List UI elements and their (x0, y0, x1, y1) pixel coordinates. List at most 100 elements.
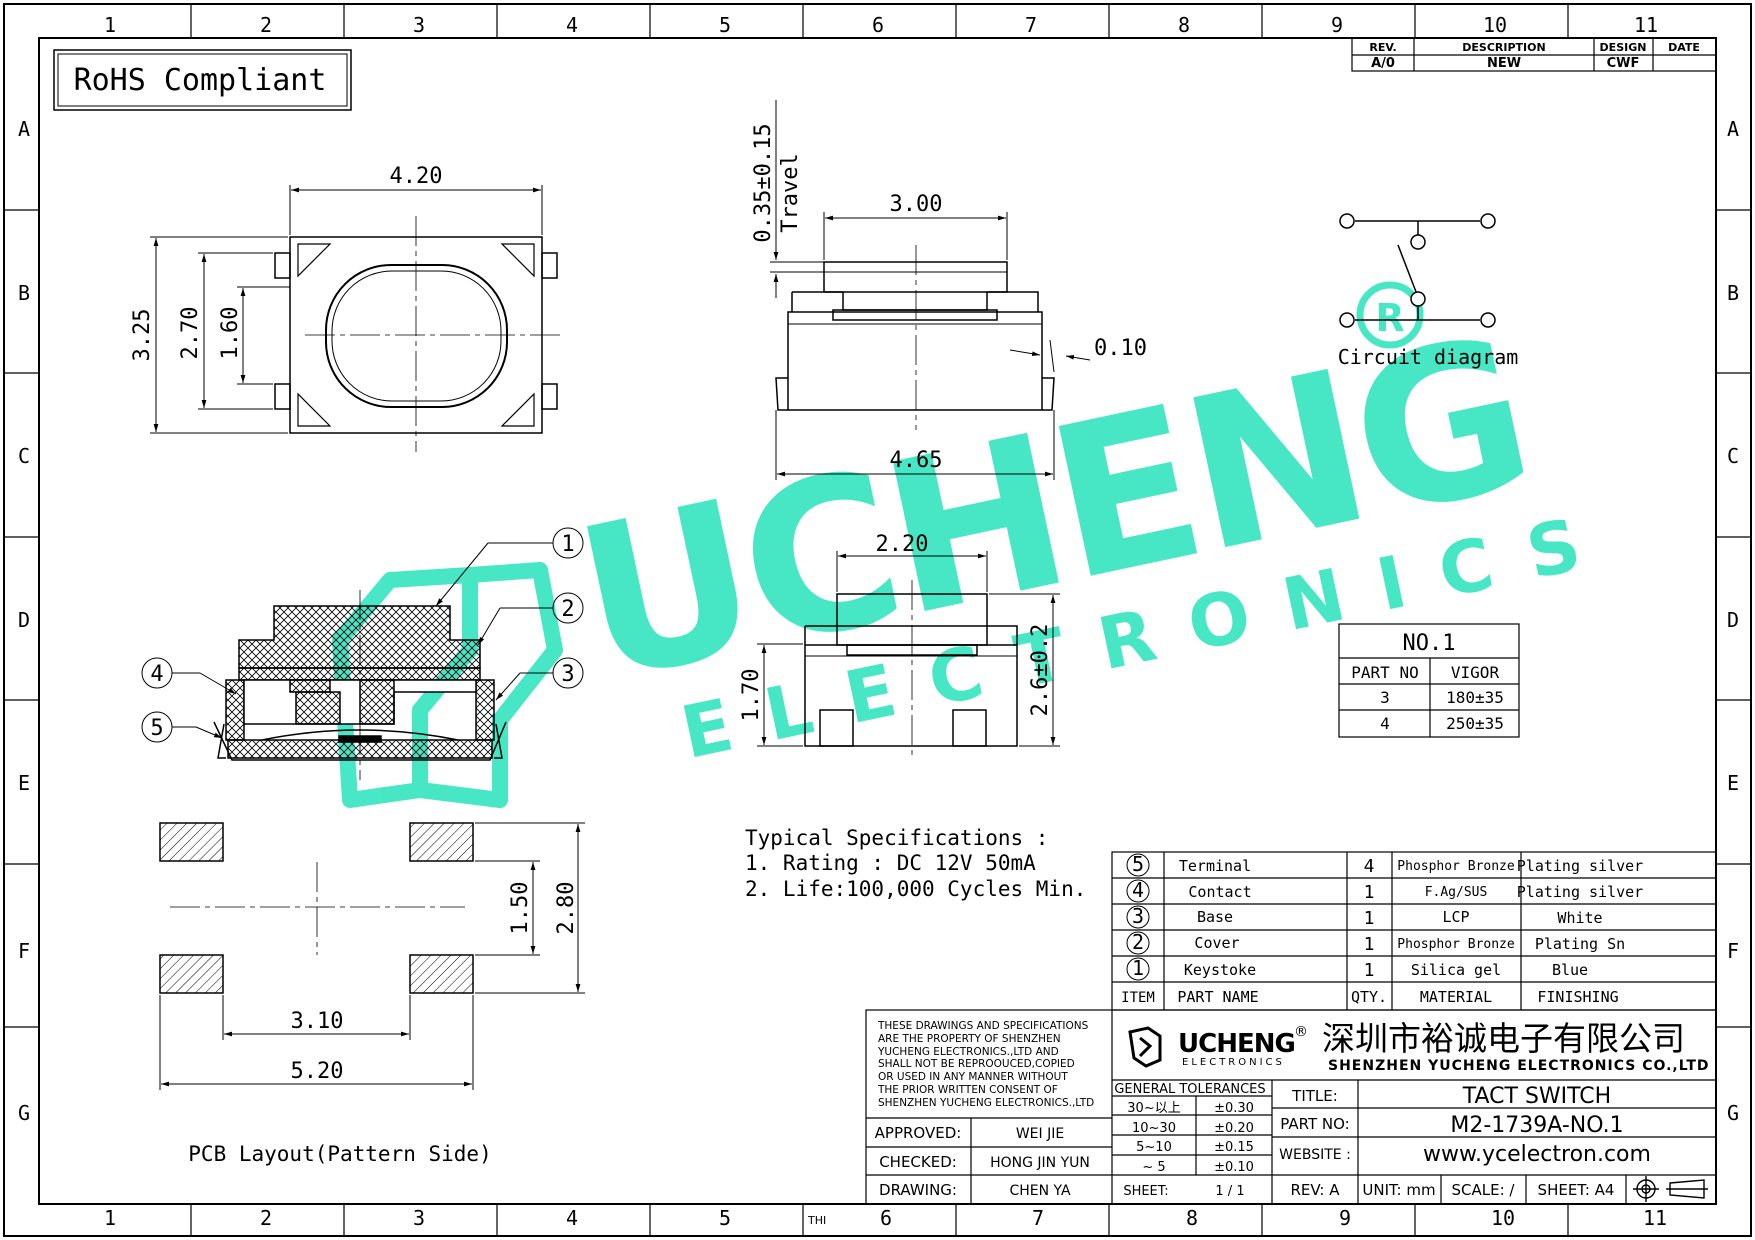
notice-line: OR USED IN ANY MANNER WITHOUT (878, 1071, 1068, 1083)
bom-table (1111, 851, 1717, 1011)
registered-mark-icon (1356, 281, 1424, 349)
col-label-top: 10 (1483, 13, 1507, 37)
notice-line: ARE THE PROPERTY OF SHENZHEN (878, 1033, 1061, 1045)
title-block (865, 1009, 1717, 1205)
approved-label: APPROVED: (875, 1124, 962, 1142)
dim-travel: 0.35±0.15 (751, 123, 776, 242)
col-label-bottom: 6 (880, 1206, 892, 1230)
bom-material: LCP (1442, 908, 1469, 926)
bom-header-item: ITEM (1121, 990, 1155, 1006)
title-value: TACT SWITCH (1462, 1084, 1611, 1109)
partno-label: PART NO: (1280, 1115, 1349, 1133)
specs-line: 2. Life:100,000 Cycles Min. (745, 877, 1086, 901)
row-label-left: E (18, 771, 30, 795)
force-table-cell: 250±35 (1446, 714, 1504, 733)
tolerance-range: 10~30 (1132, 1121, 1176, 1136)
bom-header-name: PART NAME (1177, 988, 1258, 1006)
front-view-dims (757, 551, 1060, 747)
force-table-header-partno: PART NO (1351, 663, 1418, 682)
callout-3: 3 (561, 662, 574, 687)
bom-item-2: 2 (1132, 930, 1144, 954)
rev-value: A/0 (1371, 56, 1395, 71)
dim-top-h1: 3.25 (130, 309, 155, 362)
dim-travel-label: Travel (778, 153, 803, 232)
bom-finishing: Plating silver (1517, 857, 1643, 875)
row-label-right: F (1727, 939, 1739, 963)
bom-item-1: 1 (1132, 956, 1144, 980)
top-view (274, 216, 560, 452)
notice-line: SHALL NOT BE REPROOUCED,COPIED (878, 1058, 1075, 1070)
projection-symbol-icon (1633, 1176, 1708, 1202)
dim-top-width: 4.20 (390, 164, 443, 189)
sheet-label: SHEET: (1123, 1184, 1168, 1199)
dim-front-h1: 1.70 (739, 669, 764, 722)
dim-front-h2: 2.6±0.2 (1028, 624, 1053, 717)
bom-finishing: Plating silver (1517, 883, 1643, 901)
design-value: CWF (1607, 56, 1640, 71)
tolerance-range: ~ 5 (1142, 1160, 1165, 1175)
col-label-bottom: 8 (1186, 1206, 1198, 1230)
tolerance-range: 5~10 (1136, 1140, 1172, 1155)
specs-title: Typical Specifications : (745, 826, 1048, 850)
col-label-top: 8 (1178, 13, 1190, 37)
bom-item-5: 5 (1132, 852, 1144, 876)
thi-label: THI (807, 1214, 826, 1227)
rev-header: REV. (1369, 41, 1396, 54)
title-block-notice: THESE DRAWINGS AND SPECIFICATIONS ARE TH… (877, 1020, 1094, 1109)
bom-item-circles (1126, 853, 1150, 981)
col-label-top: 1 (104, 13, 116, 37)
checked-label: CHECKED: (879, 1153, 957, 1171)
bom-name: Contact (1188, 883, 1251, 901)
tolerance-value: ±0.10 (1214, 1160, 1254, 1175)
website-value: www.ycelectron.com (1423, 1142, 1651, 1167)
dim-top-h3: 1.60 (218, 307, 243, 360)
front-view (804, 580, 1018, 760)
force-table (1338, 623, 1520, 738)
description-value: NEW (1487, 56, 1521, 71)
bom-qty: 1 (1364, 960, 1375, 981)
row-label-left: F (18, 939, 30, 963)
bom-finishing: White (1557, 909, 1602, 927)
typical-specs: Typical Specifications : 1. Rating : DC … (745, 826, 1086, 901)
bom-header-finishing: FINISHING (1537, 988, 1618, 1006)
title-label: TITLE: (1291, 1087, 1338, 1105)
col-label-top: 9 (1331, 13, 1343, 37)
description-header: DESCRIPTION (1462, 41, 1545, 54)
row-label-left: B (18, 281, 30, 305)
tolerance-value: ±0.20 (1214, 1121, 1254, 1136)
approved-value: WEI JIE (1016, 1126, 1064, 1142)
circuit-label: Circuit diagram (1338, 345, 1519, 369)
tolerance-range: 30~以上 (1127, 1101, 1180, 1116)
specs-line: 1. Rating : DC 12V 50mA (745, 851, 1036, 875)
col-label-bottom: 5 (719, 1206, 731, 1230)
sheet-size-field: SHEET: A4 (1538, 1181, 1615, 1199)
bom-qty: 4 (1364, 856, 1375, 877)
cross-section-view (213, 590, 507, 780)
dim-side-top: 3.00 (890, 192, 943, 217)
row-label-left: C (18, 444, 30, 468)
force-table-cell: 4 (1380, 714, 1390, 733)
pcb-layout-dims (159, 822, 585, 1090)
drawing-label: DRAWING: (879, 1181, 957, 1199)
bom-name: Base (1197, 908, 1233, 926)
pcb-layout-label: PCB Layout(Pattern Side) (188, 1142, 491, 1166)
col-label-bottom: 4 (566, 1206, 578, 1230)
checked-value: HONG JIN YUN (990, 1155, 1090, 1171)
force-table-cell: 180±35 (1446, 688, 1504, 707)
bom-name: Cover (1194, 934, 1239, 952)
col-label-bottom: 2 (260, 1206, 272, 1230)
side-view (775, 245, 1055, 430)
col-label-top: 5 (719, 13, 731, 37)
sheet-value: 1 / 1 (1215, 1184, 1244, 1199)
dim-side-width: 4.65 (890, 448, 943, 473)
dim-top-h2: 2.70 (178, 307, 203, 360)
col-label-top: 3 (413, 13, 425, 37)
callouts (141, 527, 584, 743)
notice-line: YUCHENG ELECTRONICS.,LTD AND (877, 1046, 1059, 1058)
row-label-right: C (1727, 444, 1739, 468)
tolerance-value: ±0.15 (1214, 1140, 1254, 1155)
row-label-left: A (18, 117, 30, 141)
row-label-right: G (1727, 1101, 1739, 1125)
dim-pcb-h1: 1.50 (508, 882, 533, 935)
row-label-right: A (1727, 117, 1739, 141)
